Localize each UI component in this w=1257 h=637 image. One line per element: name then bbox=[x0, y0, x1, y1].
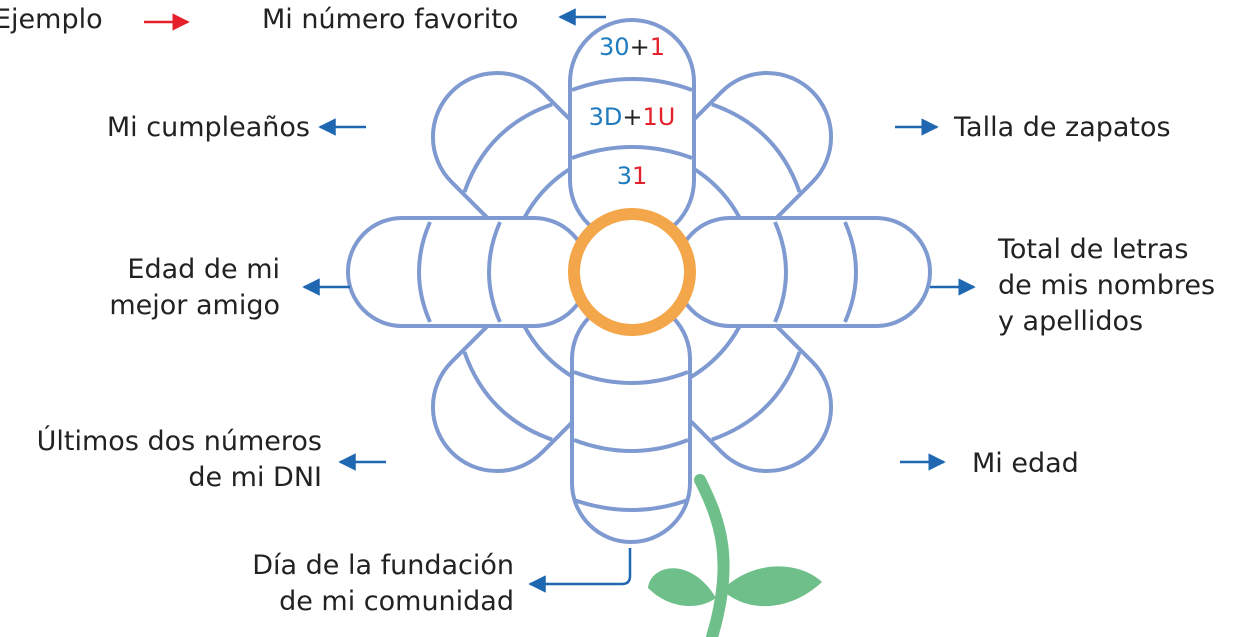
petal-line-2: 3D+1U bbox=[589, 103, 676, 131]
petal-line-1: 30+1 bbox=[599, 33, 665, 61]
arrow-foundation bbox=[530, 548, 630, 584]
petal-left bbox=[348, 218, 588, 326]
petal-line-3: 31 bbox=[617, 162, 648, 190]
leaf-right bbox=[722, 566, 822, 606]
label-foundation-day: Día de la fundación de mi comunidad bbox=[150, 548, 514, 620]
label-dni-digits: Últimos dos números de mi DNI bbox=[0, 424, 322, 496]
example-label: Ejemplo bbox=[0, 4, 103, 35]
label-total-letters: Total de letras de mis nombres y apellid… bbox=[998, 232, 1215, 340]
label-favorite-number: Mi número favorito bbox=[262, 2, 518, 38]
leaf-left bbox=[648, 568, 716, 606]
petal-bottom bbox=[572, 300, 690, 542]
flower-center bbox=[574, 214, 690, 330]
label-birthday: Mi cumpleaños bbox=[40, 110, 310, 146]
label-my-age: Mi edad bbox=[972, 446, 1079, 482]
label-best-friend-age: Edad de mi mejor amigo bbox=[60, 252, 280, 324]
petal-right bbox=[676, 218, 930, 326]
label-shoe-size: Talla de zapatos bbox=[954, 110, 1171, 146]
